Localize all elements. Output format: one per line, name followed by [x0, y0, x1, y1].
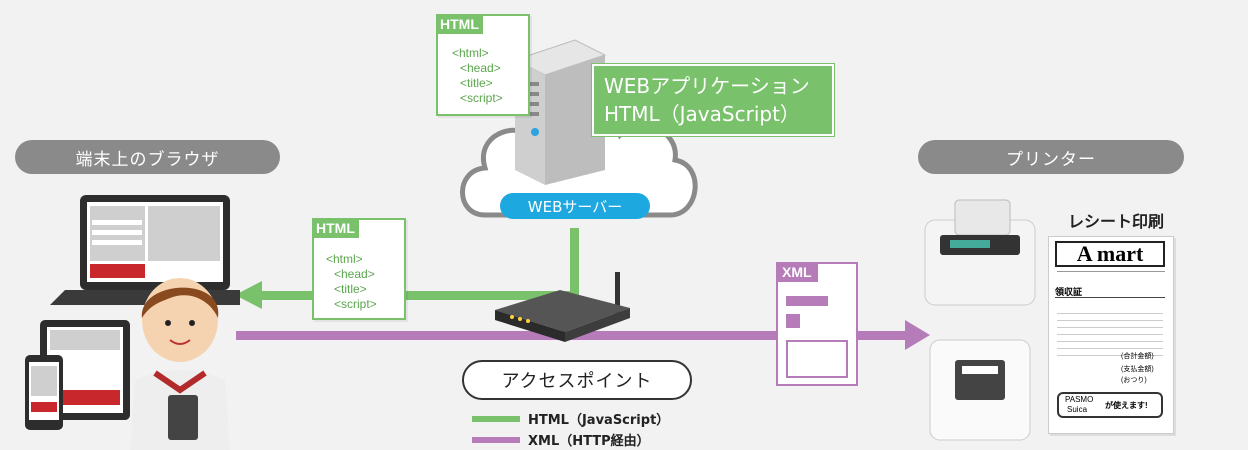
app-box-line1: WEBアプリケーション — [604, 74, 810, 98]
web-server-label: WEBサーバー — [500, 193, 650, 219]
browser-label: 端末上のブラウザ — [15, 140, 280, 174]
cloud-server-illustration — [460, 39, 698, 218]
html-tag: HTML — [312, 218, 359, 238]
receipt-pay: (支払金額) — [1121, 366, 1154, 373]
receipt-label: 領収証 — [1055, 287, 1083, 297]
receipt-ic-top: PASMO — [1065, 395, 1094, 404]
html-arrow-head — [235, 281, 262, 309]
client-html-document: HTML <html> <head> <title> <script> — [312, 218, 406, 320]
devices-illustration — [25, 195, 240, 450]
legend-xml: XML（HTTP経由） — [472, 430, 650, 449]
smartphone-icon — [25, 355, 63, 430]
server-icon — [513, 39, 607, 185]
receipt-title: レシート印刷 — [1068, 212, 1165, 231]
doc-line: <script> — [460, 91, 503, 105]
legend-label: HTML（JavaScript） — [528, 413, 670, 428]
xml-tag: XML — [776, 262, 818, 282]
doc-line: <html> — [452, 46, 489, 60]
doc-line: <head> — [334, 267, 375, 281]
doc-line: <html> — [326, 252, 363, 266]
server-html-document: HTML <html> <head> <title> <script> — [436, 14, 530, 116]
legend-label: XML（HTTP経由） — [528, 434, 650, 449]
doc-line: <head> — [460, 61, 501, 75]
receipt-change: (おつり) — [1121, 377, 1147, 384]
app-box-line2: HTML（JavaScript） — [604, 102, 800, 126]
legend-swatch-html — [472, 415, 520, 422]
receipt: A mart 領収証 (合計金額) (支払金額) (おつり) PASMO Sui… — [1048, 236, 1174, 434]
laptop-icon — [50, 195, 240, 305]
doc-line: <script> — [334, 297, 377, 311]
xml-document: XML — [776, 262, 858, 386]
legend-swatch-xml — [472, 436, 520, 443]
legend-html: HTML（JavaScript） — [472, 409, 669, 428]
thermal-printer-icon-1 — [924, 199, 1036, 306]
receipt-ic-bottom: Suica — [1067, 405, 1088, 414]
web-application-box: WEBアプリケーション HTML（JavaScript） — [592, 64, 834, 136]
person-illustration — [130, 278, 230, 450]
doc-line: <title> — [334, 282, 367, 296]
html-line-horizontal — [255, 291, 575, 300]
doc-line: <title> — [460, 76, 493, 90]
receipt-ic-msg: が使えます! — [1105, 401, 1148, 410]
receipt-store-name: A mart — [1055, 241, 1165, 267]
router-icon — [495, 272, 630, 342]
html-line-vertical — [570, 228, 579, 298]
printer-label: プリンター — [918, 140, 1184, 174]
xml-arrow-head — [905, 320, 930, 350]
thermal-printer-icon-2 — [929, 339, 1031, 441]
receipt-total: (合計金額) — [1121, 353, 1154, 360]
access-point-label: アクセスポイント — [462, 360, 692, 400]
html-tag: HTML — [436, 14, 483, 34]
receipt-ic-box: PASMO Suica が使えます! — [1057, 392, 1163, 418]
printer-illustration — [924, 199, 1036, 441]
